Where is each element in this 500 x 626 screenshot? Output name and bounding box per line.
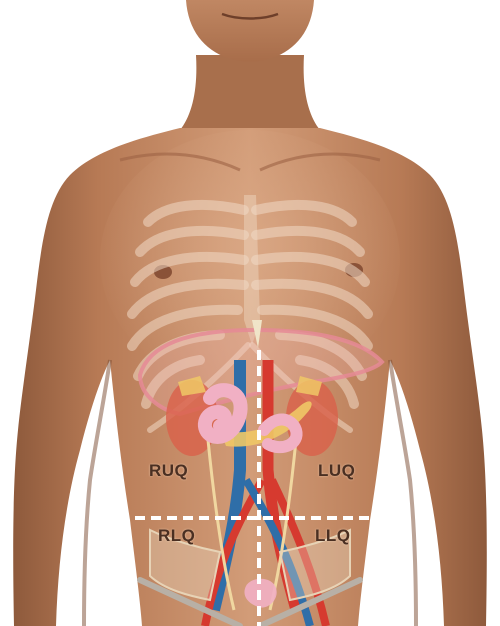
- neck: [180, 55, 320, 130]
- quadrant-label-rlq: RLQ: [158, 527, 195, 544]
- chin: [186, 0, 314, 62]
- quadrant-label-luq: LUQ: [318, 462, 355, 479]
- quadrant-label-llq: LLQ: [315, 527, 351, 544]
- quadrant-label-ruq: RUQ: [149, 462, 188, 479]
